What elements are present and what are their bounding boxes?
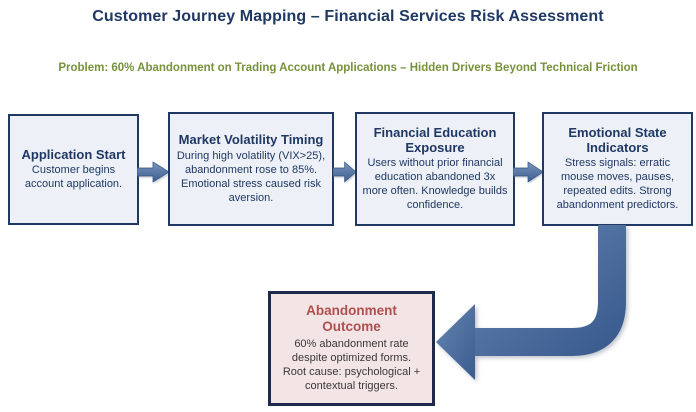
step-body: Users without prior financial education …	[362, 157, 508, 212]
step-box-market-volatility: Market Volatility Timing During high vol…	[168, 112, 334, 226]
page-title: Customer Journey Mapping – Financial Ser…	[92, 8, 604, 25]
step-box-financial-education: Financial Education Exposure Users witho…	[355, 112, 515, 226]
step-body: Stress signals: erratic mouse moves, pau…	[556, 157, 679, 212]
problem-statement: Problem: 60% Abandonment on Trading Acco…	[58, 62, 638, 74]
outcome-box: Abandonment Outcome 60% abandonment rate…	[268, 291, 435, 406]
step-body: During high volatility (VIX>25), abandon…	[176, 149, 326, 204]
step-title: Market Volatility Timing	[178, 132, 324, 148]
outcome-body: 60% abandonment rate despite optimized f…	[282, 338, 421, 393]
step-title: Financial Education Exposure	[373, 124, 497, 156]
step-body: Customer begins account application.	[24, 164, 123, 191]
right-arrow-icon	[333, 161, 356, 183]
elbow-arrow-icon	[436, 225, 626, 380]
right-arrow-icon	[513, 161, 543, 183]
step-title: Emotional State Indicators	[568, 124, 667, 156]
step-box-application-start: Application Start Customer begins accoun…	[8, 114, 139, 225]
right-arrow-icon	[137, 161, 169, 183]
step-title: Application Start	[21, 146, 126, 162]
outcome-title: Abandonment Outcome	[306, 302, 397, 335]
step-box-emotional-state: Emotional State Indicators Stress signal…	[542, 112, 693, 226]
